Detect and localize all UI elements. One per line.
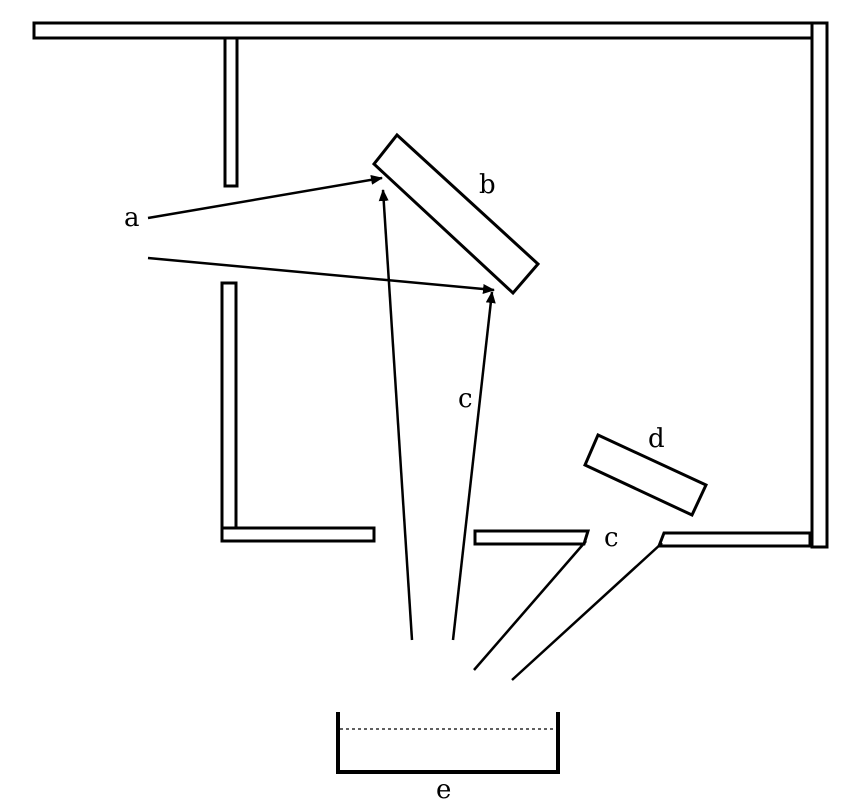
left-upper-wall: [223, 36, 239, 188]
ray-c-right: [451, 291, 496, 641]
opening-line-right: [511, 542, 663, 681]
block-b: [371, 132, 541, 296]
label-d: d: [648, 424, 665, 454]
right-wall: [810, 21, 829, 549]
label-c-opening: c: [604, 523, 619, 553]
container-e: [336, 712, 560, 774]
label-a: a: [124, 203, 140, 233]
top-wall: [32, 21, 814, 40]
left-lower-wall: [220, 281, 238, 540]
bottom-right-wall: [656, 531, 812, 548]
ray-a-upper: [147, 174, 383, 220]
label-e: e: [436, 775, 451, 805]
block-d: [583, 432, 708, 517]
bottom-left-wall: [220, 526, 376, 543]
label-b: b: [479, 170, 496, 200]
bottom-middle-wall: [473, 529, 591, 546]
opening-line-left: [473, 540, 587, 671]
ray-a-lower: [147, 256, 495, 294]
label-c-center: c: [458, 384, 473, 414]
ray-c-left: [378, 189, 414, 641]
